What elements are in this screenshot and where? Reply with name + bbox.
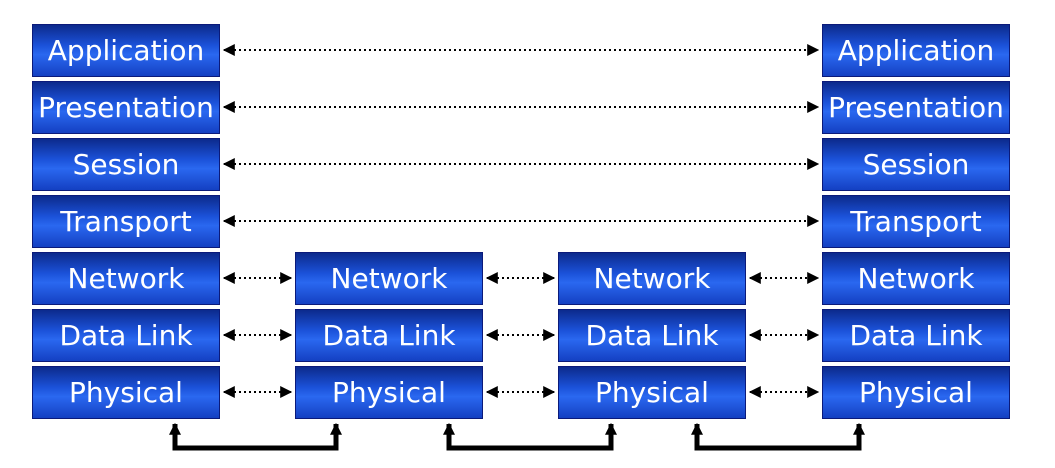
left-physical-layer: Physical — [32, 366, 220, 419]
left-network-layer: Network — [32, 252, 220, 305]
router2-physical-layer: Physical — [558, 366, 746, 419]
router2-data-link-layer: Data Link — [558, 309, 746, 362]
router2-network-layer: Network — [558, 252, 746, 305]
left-transport-layer: Transport — [32, 195, 220, 248]
left-presentation-layer: Presentation — [32, 81, 220, 134]
right-network-layer: Network — [822, 252, 1010, 305]
right-physical-layer: Physical — [822, 366, 1010, 419]
right-transport-layer: Transport — [822, 195, 1010, 248]
router1-network-layer: Network — [295, 252, 483, 305]
physical-medium-link-1 — [169, 422, 342, 451]
physical-medium-link-2 — [443, 422, 617, 451]
right-application-layer: Application — [822, 24, 1010, 77]
router1-data-link-layer: Data Link — [295, 309, 483, 362]
physical-medium-link-3 — [691, 422, 865, 451]
left-data-link-layer: Data Link — [32, 309, 220, 362]
right-session-layer: Session — [822, 138, 1010, 191]
right-presentation-layer: Presentation — [822, 81, 1010, 134]
right-data-link-layer: Data Link — [822, 309, 1010, 362]
left-session-layer: Session — [32, 138, 220, 191]
left-application-layer: Application — [32, 24, 220, 77]
router1-physical-layer: Physical — [295, 366, 483, 419]
